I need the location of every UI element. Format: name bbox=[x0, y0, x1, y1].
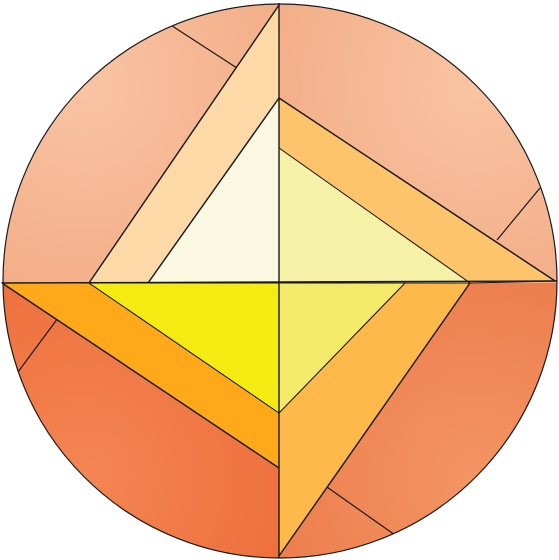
edge-bottom-left-outer bbox=[1, 282, 280, 469]
edge-top-right-outer bbox=[278, 97, 556, 282]
edge-top-left-outer bbox=[88, 4, 280, 284]
chord-top-left bbox=[162, 19, 241, 71]
circle-outline bbox=[2, 3, 558, 559]
edge-top-left-inner bbox=[147, 97, 280, 284]
chord-right bbox=[496, 187, 541, 241]
edge-bottom-right-outer bbox=[278, 282, 471, 557]
chord-left bbox=[17, 317, 59, 373]
horizontal-axis bbox=[1, 280, 558, 284]
chord-bottom-right bbox=[316, 479, 396, 536]
